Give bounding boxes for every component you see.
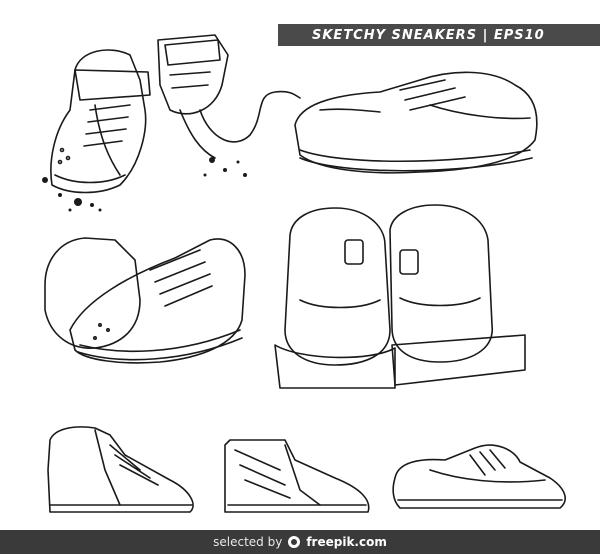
freepik-logo-icon	[287, 535, 301, 549]
freepik-link[interactable]: freepik.com	[306, 535, 387, 549]
sneaker-bottom-center	[224, 439, 370, 513]
sneaker-bottom-left	[47, 426, 194, 513]
title-banner: SKETCHY SNEAKERS | EPS10	[278, 24, 600, 46]
sneaker-hightop-strap	[50, 49, 151, 194]
ink-splatter	[42, 157, 247, 212]
footer-credit: selected by freepik.com	[0, 530, 600, 554]
sneaker-illustration	[42, 34, 566, 513]
sneaker-pair-back	[274, 204, 526, 389]
sneaker-hanging	[157, 34, 301, 159]
selected-by-label: selected by	[213, 535, 283, 549]
sneaker-pair-hightop	[44, 237, 246, 364]
sneaker-low-side	[294, 71, 538, 174]
sneaker-bottom-right	[392, 444, 566, 509]
page-title: SKETCHY SNEAKERS | EPS10	[312, 27, 545, 43]
